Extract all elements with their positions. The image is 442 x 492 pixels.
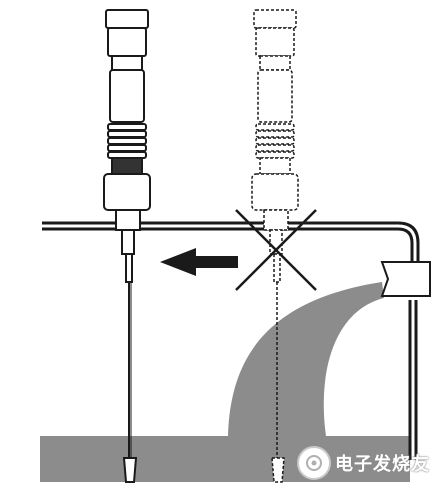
watermark-text: 电子发烧友: [335, 454, 430, 475]
sensor-incorrect: [251, 9, 299, 483]
inflow-stream: [228, 282, 384, 436]
inlet-pipe: [380, 261, 431, 297]
sensor-correct: [103, 9, 151, 483]
left-arrow-icon: [160, 248, 238, 276]
watermark-logo-icon: [297, 446, 331, 480]
tank-wall: [42, 221, 420, 460]
x-mark-icon: [235, 209, 317, 291]
sensor-correct-bellows: [107, 123, 147, 159]
watermark: 电子发烧友: [297, 446, 430, 480]
